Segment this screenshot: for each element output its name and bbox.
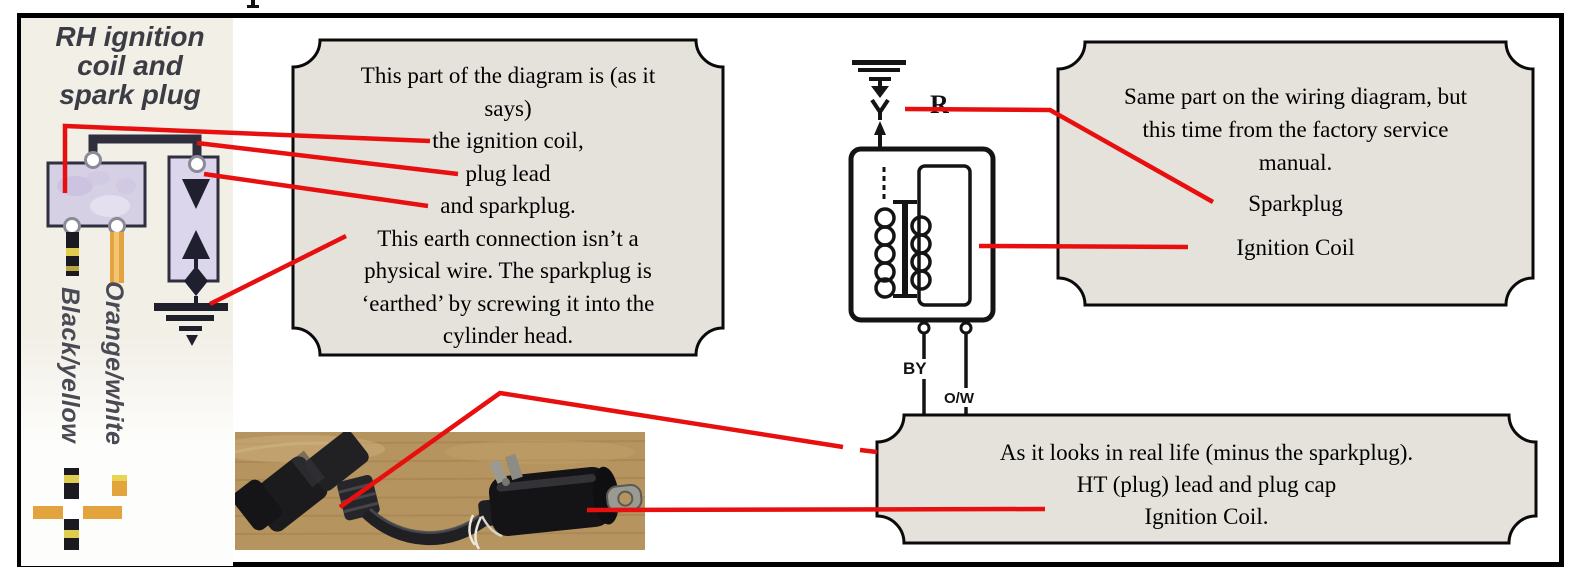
callout-text-line: Same part on the wiring diagram, but: [1123, 84, 1467, 109]
callout-text-line: This earth connection isn’t a: [377, 225, 639, 251]
ht-lead: [361, 507, 492, 546]
callout-text: This part of the diagram is (as it says)…: [293, 40, 723, 353]
callout-text-line: ‘earthed’ by screwing it into the: [361, 290, 655, 316]
callout-text-line: plug lead: [465, 160, 551, 186]
callout-text-line: Ignition Coil.: [1144, 504, 1269, 529]
title-line-1: RH ignition: [55, 21, 205, 52]
callout-text-line: As it looks in real life (minus the spar…: [999, 440, 1414, 465]
callout-text-line: this time from the factory service: [1142, 117, 1449, 142]
callout-factory-manual: Same part on the wiring diagram, but thi…: [1056, 40, 1535, 307]
callout-real-life: As it looks in real life (minus the spar…: [875, 413, 1538, 545]
coil-symbol-factory: [848, 146, 996, 323]
callout-text-line: cylinder head.: [442, 323, 574, 348]
page-frame: [17, 13, 1564, 567]
callout-text-line: and sparkplug.: [440, 193, 576, 218]
wire-label-black-yellow: Black/yellow: [56, 287, 84, 444]
photo-ignition-coil: [235, 432, 645, 550]
callout-text-line: manual.: [1258, 150, 1333, 175]
factory-diagram-wires: [917, 321, 973, 416]
callout-text-line: This part of the diagram is (as it: [360, 63, 656, 88]
title-line-3: spark plug: [59, 79, 201, 110]
callout-text-line: HT (plug) lead and plug cap: [1076, 472, 1337, 497]
wire-orange-white: [110, 232, 124, 283]
wire-crossing: [33, 468, 127, 550]
resistor-label: R: [930, 90, 949, 119]
callout-text-line: physical wire. The sparkplug is: [364, 258, 652, 283]
title-line-2: coil and: [77, 50, 183, 81]
wire-label-orange-white: Orange/white: [100, 281, 128, 446]
wire-code-label-ow: O/W: [944, 390, 974, 407]
ignition-coil-label: Ignition Coil: [1236, 235, 1355, 260]
wire-code-label-by: BY: [903, 359, 927, 378]
cropped-text-fragment: [247, 0, 259, 8]
callout-plaque: [291, 38, 725, 357]
sparkplug-symbol-factory: [869, 77, 891, 150]
callout-text: Same part on the wiring diagram, but thi…: [1058, 42, 1533, 264]
callout-text-line: says): [484, 95, 532, 121]
diagram-title: RH ignition coil and spark plug: [26, 22, 234, 109]
callout-text: As it looks in real life (minus the spar…: [877, 415, 1536, 533]
callout-diagram-explainer: This part of the diagram is (as it says)…: [291, 38, 725, 357]
wire-black-yellow: [66, 232, 79, 276]
sparkplug-label: Sparkplug: [1248, 191, 1343, 216]
ignition-coil-symbol: [46, 161, 147, 228]
callout-text-line: the ignition coil,: [432, 128, 584, 153]
ground-icon-factory: [852, 60, 906, 72]
ground-icon: [154, 303, 228, 346]
sparkplug-symbol: [167, 155, 220, 306]
string: [468, 514, 503, 550]
